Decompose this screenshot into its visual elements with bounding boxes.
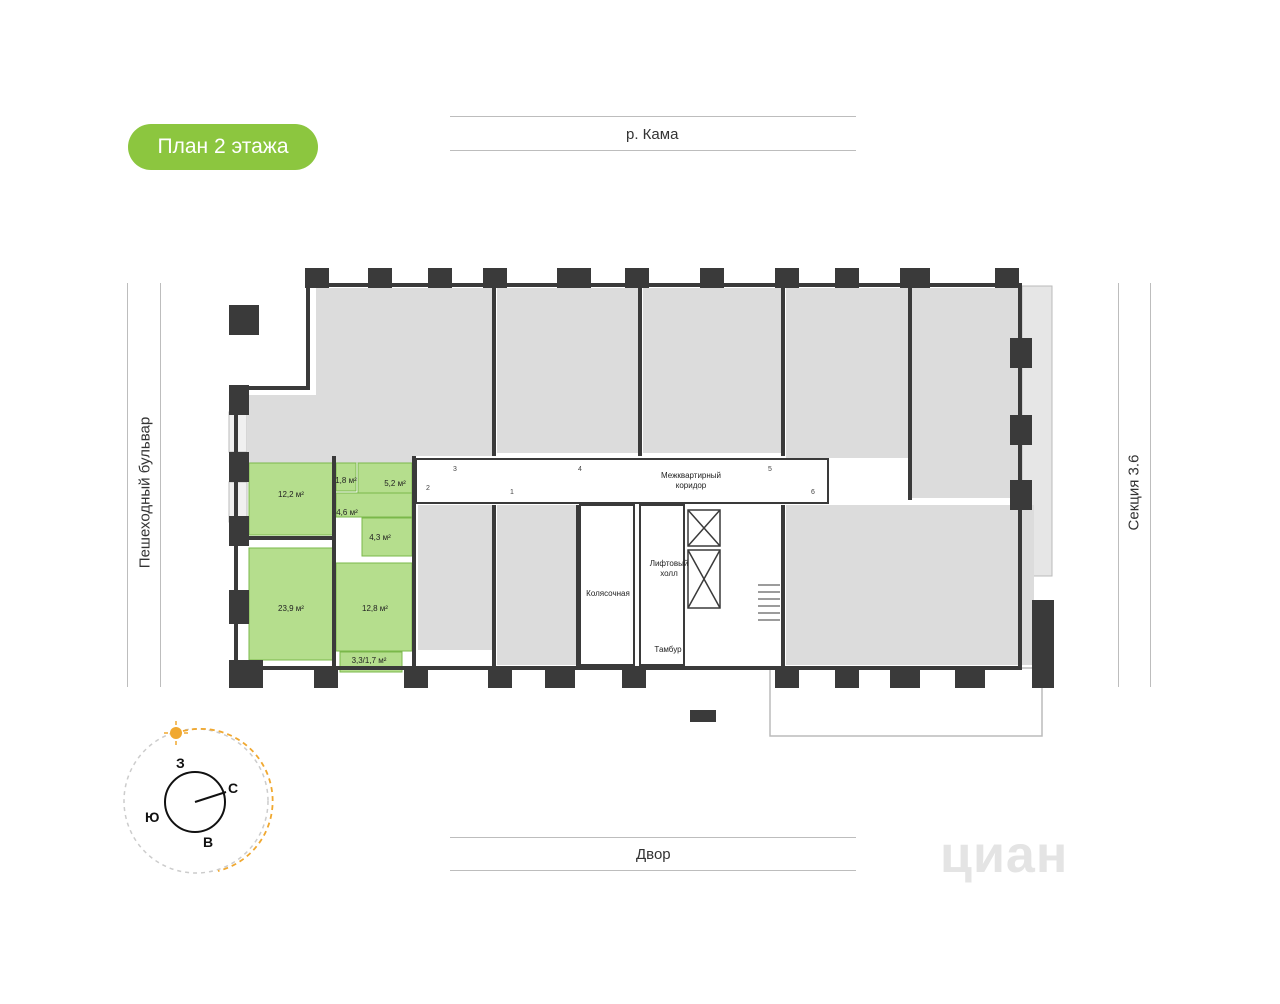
street-line — [450, 837, 856, 838]
street-label-bottom: Двор — [636, 846, 671, 863]
compass-letter-s: Ю — [145, 809, 160, 825]
unit — [786, 505, 918, 665]
compass-letter-e: В — [203, 834, 214, 850]
room-12-2 — [248, 462, 334, 536]
room-area-label: 5,2 м² — [384, 479, 406, 488]
room-4-6 — [335, 492, 413, 518]
selected-unit — [248, 462, 413, 673]
street-line — [160, 283, 161, 687]
door-number: 2 — [426, 485, 430, 492]
units — [248, 288, 1034, 665]
sun-path — [182, 728, 274, 872]
stroller-room — [579, 504, 635, 666]
unit — [418, 505, 492, 650]
compass-letter-w: З — [176, 755, 185, 771]
compass — [123, 721, 274, 874]
stroller-room-label: Колясочная — [586, 589, 630, 598]
door-number: 1 — [510, 489, 514, 496]
unit — [497, 288, 639, 453]
sun-rays — [164, 721, 188, 745]
room-area-label: 4,6 м² — [336, 508, 358, 517]
unit — [248, 395, 413, 463]
floor-title: План 2 этажа — [128, 124, 318, 170]
street-line — [450, 150, 856, 151]
door-number: 5 — [768, 466, 772, 473]
street-line — [450, 870, 856, 871]
corridor — [415, 458, 829, 504]
unit — [918, 505, 1034, 665]
unit — [912, 288, 1020, 498]
compass-letter-n: С — [228, 780, 239, 796]
room-area-label: 1,8 м² — [335, 476, 357, 485]
room-area-label: 3,3/1,7 м² — [352, 656, 387, 665]
lift-hall — [639, 504, 685, 666]
columns — [229, 268, 1054, 722]
lift-hall-label: Лифтовый — [650, 559, 689, 568]
unit — [643, 288, 783, 453]
watermark-logo: циан — [940, 826, 1069, 884]
sun-icon — [170, 727, 182, 739]
vestibule-label: Тамбур — [654, 645, 682, 654]
unit — [497, 505, 577, 665]
stairs — [758, 584, 780, 621]
room-12-8 — [335, 562, 413, 652]
compass-dial — [164, 771, 226, 833]
lift-hall-label: холл — [660, 569, 678, 578]
street-line — [1118, 283, 1119, 687]
street-line — [127, 283, 128, 687]
room-4-3 — [361, 517, 413, 557]
corridor-label: Межквартирный — [661, 471, 721, 480]
door-number: 6 — [811, 489, 815, 496]
north-needle — [194, 791, 227, 803]
room-area-label: 12,2 м² — [278, 490, 304, 499]
room-area-label: 4,3 м² — [369, 533, 391, 542]
unit — [786, 288, 910, 458]
door-number: 4 — [578, 466, 582, 473]
elevators — [687, 509, 721, 609]
corridor-label: коридор — [676, 481, 707, 490]
room-area-label: 23,9 м² — [278, 604, 304, 613]
door-number: 3 — [453, 466, 457, 473]
room-area-label: 12,8 м² — [362, 604, 388, 613]
street-line — [1150, 283, 1151, 687]
street-label-top: р. Кама — [626, 126, 679, 143]
street-line — [450, 116, 856, 117]
